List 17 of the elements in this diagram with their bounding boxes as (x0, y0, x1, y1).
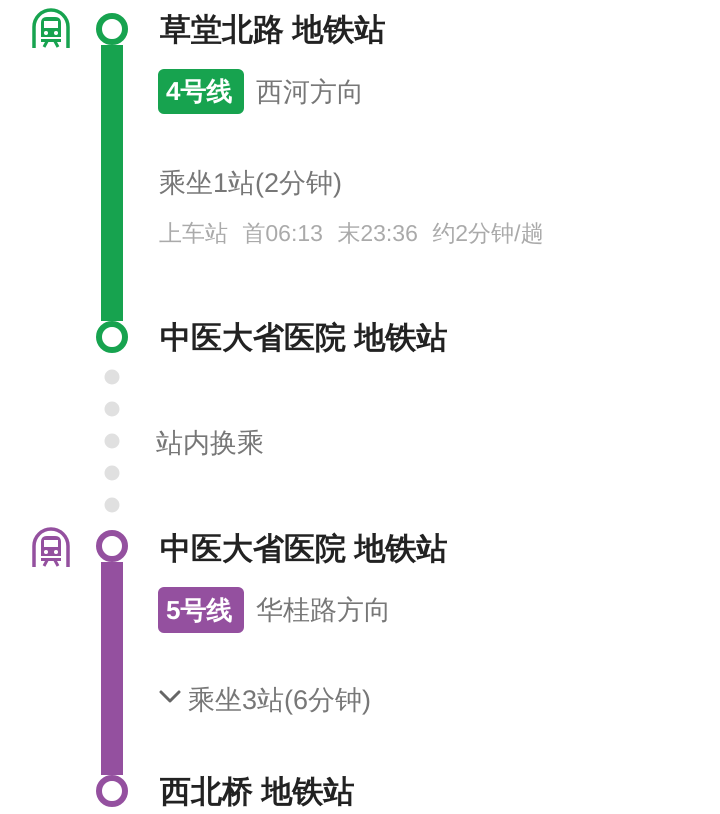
ride-summary: 乘坐1站(2分钟) (159, 166, 342, 200)
station-name: 草堂北路 地铁站 (160, 11, 386, 49)
station-name: 中医大省医院 地铁站 (160, 319, 448, 357)
station-name: 中医大省医院 地铁站 (160, 530, 448, 568)
station-name: 西北桥 地铁站 (160, 773, 355, 811)
ring-icon (96, 13, 128, 45)
direction-text: 华桂路方向 (256, 594, 391, 626)
route-line (101, 562, 123, 775)
schedule-text: 上车站 首06:13 末23:36 约2分钟/趟 (159, 220, 544, 248)
direction-text: 西河方向 (256, 76, 364, 108)
ride-summary: 乘坐3站(6分钟) (188, 684, 372, 716)
route-line (101, 45, 123, 321)
line-badge: 5号线 (158, 587, 244, 633)
ring-icon (96, 530, 128, 562)
ring-icon (96, 321, 128, 353)
line-badge: 4号线 (158, 69, 244, 114)
ring-icon (96, 775, 128, 807)
